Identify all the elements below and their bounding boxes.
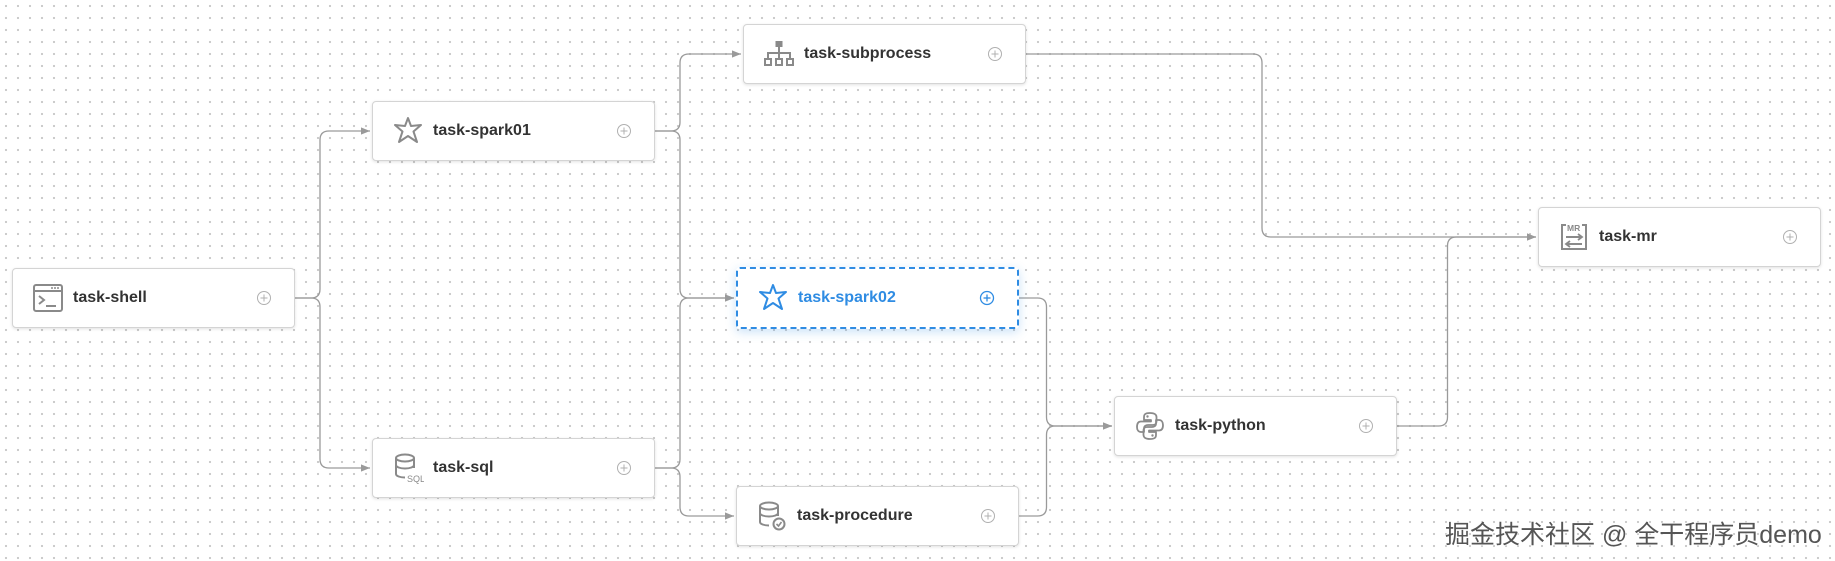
edge-task-spark02-to-task-python[interactable] bbox=[1019, 297, 1112, 430]
node-task-procedure[interactable]: task-procedure bbox=[736, 486, 1019, 546]
mr-icon: MR bbox=[1557, 220, 1591, 254]
sql-icon: SQL bbox=[391, 451, 425, 485]
node-task-spark02[interactable]: task-spark02 bbox=[736, 267, 1019, 329]
node-label: task-mr bbox=[1599, 228, 1657, 245]
mr-icon-label: MR bbox=[1567, 223, 1580, 233]
spark-icon bbox=[391, 114, 425, 148]
add-task-button[interactable] bbox=[987, 46, 1003, 62]
procedure-icon bbox=[755, 499, 789, 533]
add-task-button[interactable] bbox=[980, 508, 996, 524]
add-task-button[interactable] bbox=[616, 123, 632, 139]
node-label: task-python bbox=[1175, 417, 1266, 434]
edge-task-procedure-to-task-python[interactable] bbox=[1019, 422, 1112, 517]
python-icon bbox=[1133, 409, 1167, 443]
node-task-subprocess[interactable]: task-subprocess bbox=[743, 24, 1026, 84]
node-task-shell[interactable]: task-shell bbox=[12, 268, 295, 328]
add-task-button[interactable] bbox=[256, 290, 272, 306]
add-task-button[interactable] bbox=[1358, 418, 1374, 434]
node-task-mr[interactable]: MR task-mr bbox=[1538, 207, 1821, 267]
edge-task-sql-to-task-spark02[interactable] bbox=[655, 294, 734, 469]
node-task-python[interactable]: task-python bbox=[1114, 396, 1397, 456]
node-label: task-subprocess bbox=[804, 45, 932, 62]
node-label: task-sql bbox=[433, 459, 494, 476]
sql-icon-label: SQL bbox=[407, 474, 424, 484]
node-task-sql[interactable]: SQL task-sql bbox=[372, 438, 655, 498]
subprocess-icon bbox=[762, 37, 796, 71]
node-label: task-shell bbox=[73, 289, 147, 306]
node-label: task-spark01 bbox=[433, 122, 531, 139]
edge-task-subprocess-to-task-mr[interactable] bbox=[1026, 53, 1536, 241]
node-label: task-procedure bbox=[797, 507, 913, 524]
edge-task-sql-to-task-procedure[interactable] bbox=[655, 467, 734, 520]
add-task-button[interactable] bbox=[1782, 229, 1798, 245]
edge-task-shell-to-task-spark01[interactable] bbox=[295, 127, 370, 299]
add-task-button[interactable] bbox=[616, 460, 632, 476]
add-task-button[interactable] bbox=[979, 290, 995, 306]
edge-task-spark01-to-task-spark02[interactable] bbox=[655, 130, 734, 302]
watermark: 掘金技术社区 @ 全干程序员demo bbox=[1445, 521, 1822, 549]
node-task-spark01[interactable]: task-spark01 bbox=[372, 101, 655, 161]
spark-icon bbox=[756, 281, 790, 315]
shell-icon bbox=[31, 281, 65, 315]
edge-task-shell-to-task-sql[interactable] bbox=[295, 297, 370, 472]
edge-task-python-to-task-mr[interactable] bbox=[1397, 233, 1536, 427]
node-label: task-spark02 bbox=[798, 289, 896, 306]
edge-task-spark01-to-task-subprocess[interactable] bbox=[655, 50, 741, 132]
